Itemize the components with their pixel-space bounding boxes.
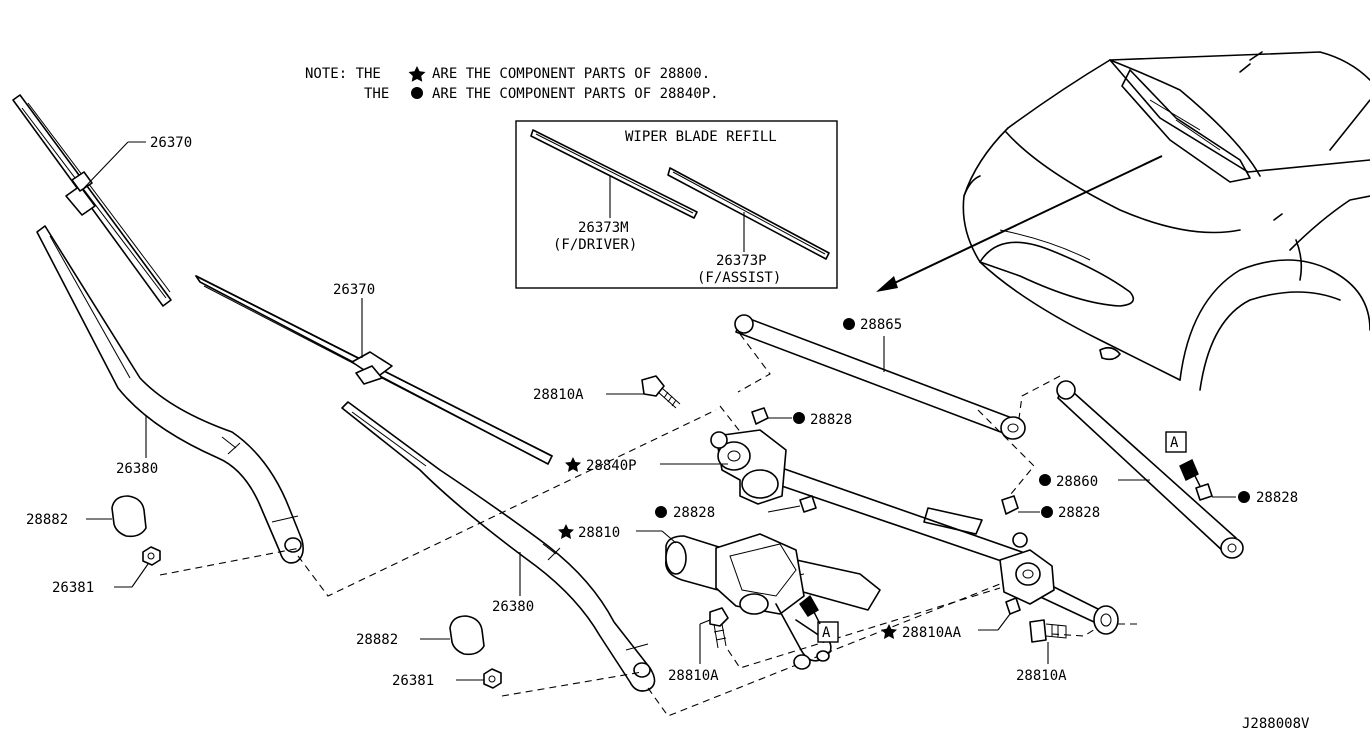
arm-nut-left (142, 546, 161, 566)
dot-icon (1238, 491, 1250, 503)
bolt-top (641, 375, 681, 409)
arrow-icon (1179, 459, 1201, 487)
wiper-arm-left (36, 225, 304, 564)
guide-left-arm (297, 409, 717, 597)
dot-icon (411, 87, 423, 99)
dot-icon (843, 318, 855, 330)
view-a-marker-lower: A (799, 594, 839, 643)
wiper-motor (665, 533, 832, 670)
note-line2-prefix: THE (364, 86, 389, 102)
diagram-code: J288008V (1242, 716, 1310, 732)
bushing-mid (1001, 495, 1019, 515)
callout-bolt-aa: 28810AA (902, 625, 962, 641)
wiper-blade-driver (12, 94, 172, 307)
callout-arm-left: 26380 (116, 461, 158, 477)
callout-bushing-right: 28828 (1256, 490, 1298, 506)
pointer-arrow (876, 155, 1163, 292)
dot-icon (1039, 474, 1051, 486)
arrow-icon (799, 594, 821, 625)
refill-assist-desc: (F/ASSIST) (697, 270, 781, 286)
refill-strip-assist (667, 167, 830, 260)
bolt-aa (1005, 597, 1021, 615)
callout-motor: 28810 (578, 525, 620, 541)
refill-box-title: WIPER BLADE REFILL (625, 129, 777, 145)
dot-icon (655, 506, 667, 518)
note-line1-suffix: ARE THE COMPONENT PARTS OF 28800. (432, 66, 710, 82)
note-line2-suffix: ARE THE COMPONENT PARTS OF 28840P. (432, 86, 719, 102)
refill-driver-part: 26373M (578, 220, 629, 236)
arm-cap-left (111, 495, 147, 538)
star-icon (565, 457, 581, 472)
vehicle-sketch (962, 51, 1370, 391)
bolt-bottom-mid (709, 607, 729, 649)
dot-icon (1041, 506, 1053, 518)
star-icon (558, 524, 574, 539)
note-line1-prefix: NOTE: THE (305, 66, 381, 82)
callout-blade-assist: 26370 (333, 282, 375, 298)
refill-strip-driver (530, 129, 698, 219)
star-icon (881, 624, 897, 639)
bushing-top (751, 407, 769, 425)
arm-cap-right (449, 615, 485, 656)
note: NOTE: THE ARE THE COMPONENT PARTS OF 288… (305, 66, 719, 102)
callout-bushing-left: 28828 (673, 505, 715, 521)
guide-link-right (1017, 375, 1061, 427)
view-a-marker-upper: A (1165, 431, 1201, 487)
callout-bolt-bottom-mid: 28810A (668, 668, 719, 684)
wiper-blade-assist (195, 275, 553, 465)
callout-linkage-assy: 28840P (586, 458, 637, 474)
bolt-bottom-right (1029, 619, 1067, 643)
bushing-left (799, 495, 817, 513)
guide-link-upper (737, 333, 771, 393)
callout-nut-left: 26381 (52, 580, 94, 596)
callout-cap-left: 28882 (26, 512, 68, 528)
callout-link-rod-right: 28860 (1056, 474, 1098, 490)
callout-nut-right: 26381 (392, 673, 434, 689)
callout-cap-right: 28882 (356, 632, 398, 648)
callout-link-rod-upper: 28865 (860, 317, 902, 333)
bushing-right (1195, 483, 1213, 501)
wiper-arm-right (341, 401, 656, 692)
link-rod-right (1056, 380, 1244, 559)
callout-bolt-bottom-right: 28810A (1016, 668, 1067, 684)
wiper-linkage-assy (710, 429, 1119, 635)
wiper-blade-refill-box: WIPER BLADE REFILL 26373M (F/DRIVER) 263… (515, 120, 838, 289)
link-rod-upper (734, 314, 1026, 440)
star-icon (408, 66, 426, 82)
dot-icon (793, 412, 805, 424)
guide-right-arm (647, 579, 1011, 717)
view-a-lower-label: A (822, 625, 831, 641)
callout-arm-right: 26380 (492, 599, 534, 615)
refill-driver-desc: (F/DRIVER) (553, 237, 637, 253)
arm-nut-right (483, 668, 502, 689)
callout-blade-driver: 26370 (150, 135, 192, 151)
view-a-upper-label: A (1170, 435, 1179, 451)
callout-bushing-top: 28828 (810, 412, 852, 428)
callout-bushing-mid: 28828 (1058, 505, 1100, 521)
refill-assist-part: 26373P (716, 253, 767, 269)
callout-bolt-top: 28810A (533, 387, 584, 403)
